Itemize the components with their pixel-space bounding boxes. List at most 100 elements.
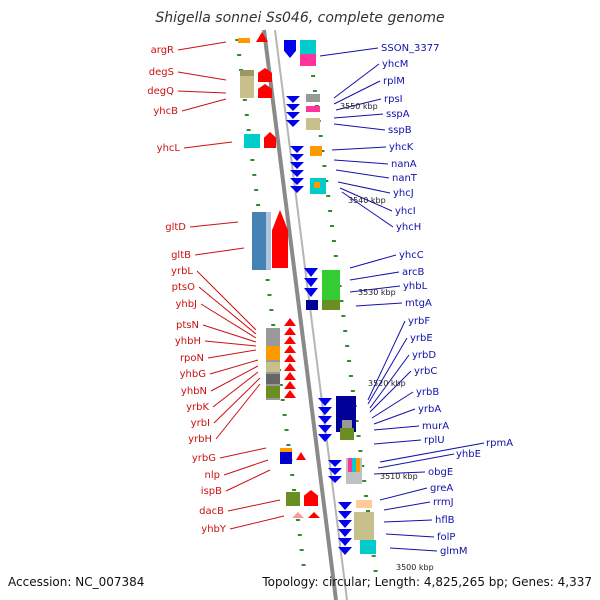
- gene-label-rplM: rplM: [383, 76, 405, 87]
- gene-label-ispB: ispB: [201, 486, 222, 497]
- leader-line: [213, 377, 261, 424]
- gene-arrow: [338, 538, 352, 546]
- gene-block: [300, 54, 316, 66]
- gene-block: [266, 374, 280, 384]
- position-label: 3530 kbp: [358, 288, 396, 297]
- gene-label-gltB: gltB: [171, 250, 191, 261]
- position-labels: 3550 kbp 3540 kbp 3530 kbp 3520 kbp 3510…: [340, 102, 434, 572]
- gene-block: [360, 540, 376, 554]
- gene-label-degQ: degQ: [147, 86, 174, 97]
- leader-line: [333, 159, 389, 165]
- gene-label-ptsO: ptsO: [172, 282, 195, 293]
- gene-arrow: [338, 547, 352, 555]
- gene-block: [340, 428, 354, 440]
- leader-line: [183, 141, 233, 149]
- gene-arrow: [304, 278, 318, 287]
- leader-line: [373, 471, 426, 475]
- leader-line: [339, 187, 393, 212]
- leader-line: [335, 98, 382, 111]
- leader-line: [225, 469, 271, 492]
- gene-label-dacB: dacB: [199, 506, 224, 517]
- gene-arrow: [290, 170, 304, 177]
- gene-arrow: [284, 327, 296, 335]
- position-label: 3520 kbp: [368, 379, 406, 388]
- gene-label-yrbC: yrbC: [414, 366, 437, 377]
- gene-arrow: [286, 120, 300, 127]
- gene-block: [314, 182, 320, 188]
- leader-line: [196, 270, 257, 331]
- gene-label-SSON_3377: SSON_3377: [381, 43, 440, 54]
- gene-arrow: [272, 210, 288, 268]
- gene-arrow: [292, 512, 304, 518]
- gene-label-murA: murA: [422, 421, 449, 432]
- leader-line: [210, 365, 259, 392]
- gene-label-yhbL: yhbL: [403, 281, 428, 292]
- gene-label-yrbB: yrbB: [416, 387, 439, 398]
- leader-line: [349, 254, 397, 269]
- gene-label-yrbH: yrbH: [188, 434, 212, 445]
- leader-line: [385, 533, 435, 538]
- leader-line: [219, 447, 267, 459]
- gene-block: [354, 512, 374, 540]
- gene-label-rplU: rplU: [424, 435, 445, 446]
- gene-arrow: [338, 520, 352, 528]
- gene-block: [266, 212, 271, 270]
- gene-label-yhcM: yhcM: [382, 59, 408, 70]
- leader-line: [369, 370, 412, 413]
- gene-label-yhcI: yhcI: [395, 206, 416, 217]
- leader-line: [331, 146, 387, 151]
- gene-block: [306, 118, 320, 130]
- gene-arrow: [338, 502, 352, 510]
- gene-label-yrbA: yrbA: [418, 404, 441, 415]
- leader-line: [333, 80, 381, 105]
- gene-label-yhcB: yhcB: [153, 106, 178, 117]
- gene-block: [280, 448, 292, 452]
- gene-label-rpsI: rpsI: [384, 94, 403, 105]
- gene-arrow: [318, 398, 332, 406]
- leader-line: [181, 98, 227, 112]
- gene-label-yhbJ: yhbJ: [175, 299, 197, 310]
- gene-arrow: [338, 529, 352, 537]
- right-leader-lines: [319, 47, 485, 552]
- gene-arrow: [318, 425, 332, 433]
- leader-line: [355, 302, 403, 307]
- leader-line: [333, 63, 380, 99]
- accession-text: Accession: NC_007384: [8, 575, 144, 589]
- gene-label-hflB: hflB: [435, 515, 455, 526]
- chromosome-backbone: [262, 29, 348, 600]
- gene-arrow: [328, 468, 342, 475]
- leader-line: [177, 90, 227, 94]
- gene-label-rpmA: rpmA: [486, 438, 513, 449]
- gene-arrow: [258, 68, 272, 82]
- gene-label-glmM: glmM: [440, 546, 468, 557]
- gene-block: [348, 458, 352, 472]
- leader-line: [341, 191, 394, 228]
- leader-line: [335, 169, 390, 179]
- gene-arrow: [304, 268, 318, 277]
- leader-line: [212, 371, 259, 408]
- leader-line: [349, 285, 401, 293]
- right-gene-labels: SSON_3377 yhcM rplM rpsI sspA sspB yhcK …: [381, 43, 513, 557]
- gene-arrow: [290, 186, 304, 193]
- leader-line: [373, 439, 422, 445]
- leader-line: [204, 340, 257, 347]
- gene-arrow: [284, 318, 296, 326]
- gene-label-gltD: gltD: [165, 222, 186, 233]
- gene-block: [352, 458, 356, 472]
- leader-line: [177, 71, 227, 81]
- leader-line: [177, 41, 227, 51]
- leader-line: [369, 354, 410, 409]
- leader-line: [337, 181, 391, 194]
- leader-line: [207, 349, 257, 359]
- gene-block: [356, 500, 372, 508]
- gene-arrow: [284, 372, 296, 380]
- leader-line: [333, 123, 386, 131]
- gene-label-yrbD: yrbD: [412, 350, 436, 361]
- gene-label-nanT: nanT: [392, 173, 418, 184]
- gene-arrow: [258, 84, 272, 98]
- leader-line: [371, 391, 414, 419]
- gene-label-sspB: sspB: [388, 125, 412, 136]
- gene-arrow: [284, 390, 296, 398]
- gene-arrow: [318, 407, 332, 415]
- gene-label-greA: greA: [430, 483, 453, 494]
